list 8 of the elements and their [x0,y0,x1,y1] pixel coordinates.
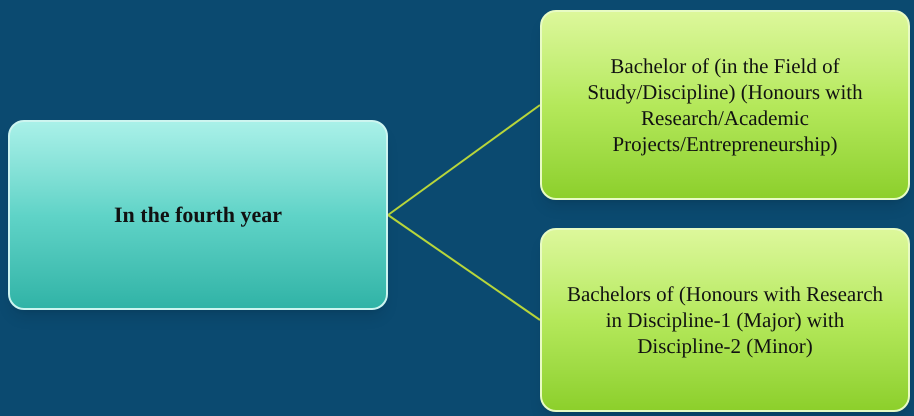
process-box [8,120,388,310]
process-box [540,10,910,200]
process-box [540,228,910,412]
box-text: Bachelors of (Honours with Research in Discipline-1 (Major) with Discipline-2 (Minor) [566,280,884,360]
connector-line [387,104,541,216]
connector-line [387,214,541,321]
box-text: Bachelor of (in the Field of Study/Discipline) (Honours with Research/Academic Projects/Entrepreneurship) [586,52,864,158]
box-text: In the fourth year [114,201,282,229]
